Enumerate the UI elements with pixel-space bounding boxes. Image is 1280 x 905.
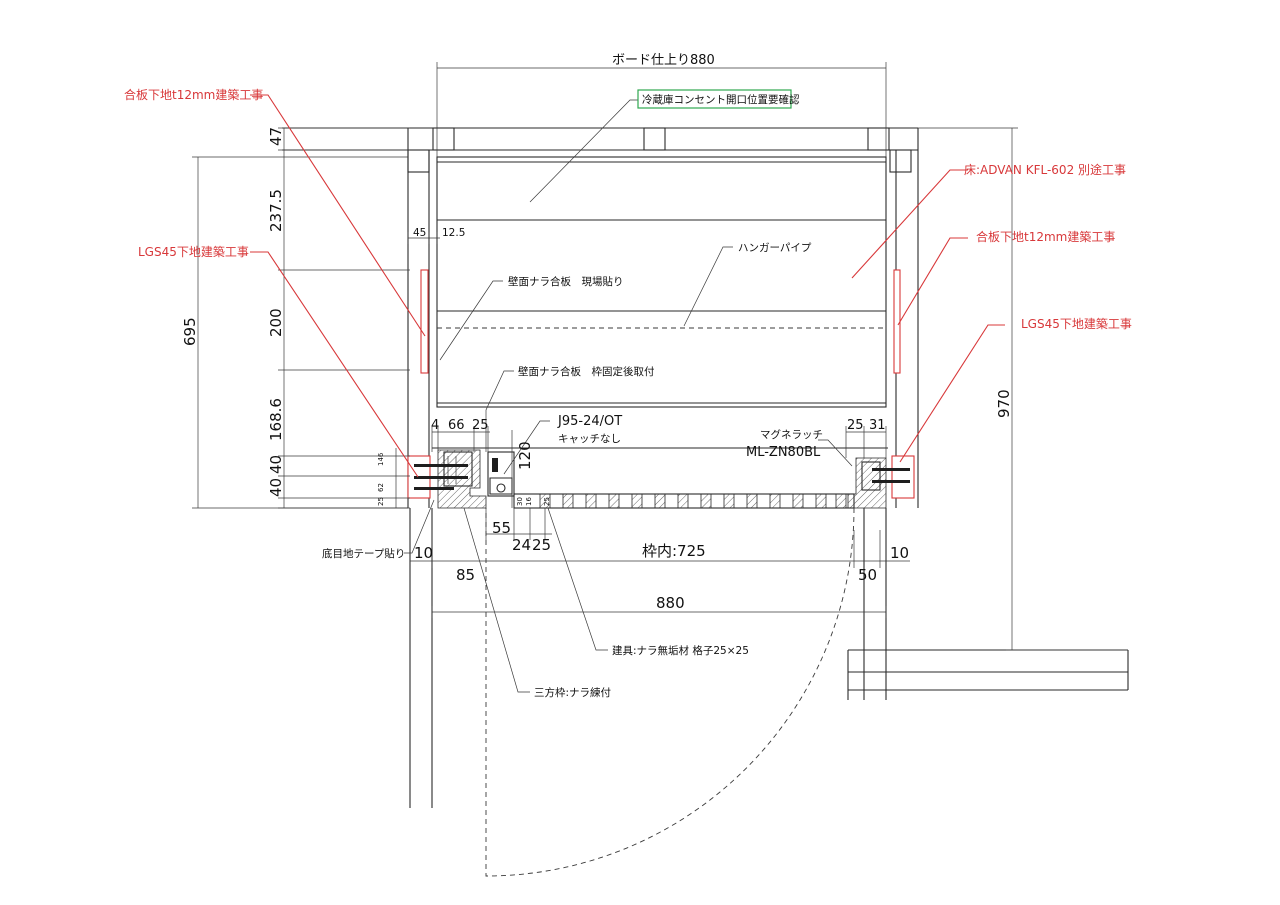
lattice-pattern <box>539 493 847 509</box>
dim-50: 50 <box>858 566 877 584</box>
plywood-right-note: 合板下地t12mm建築工事 <box>976 229 1115 244</box>
closet-shelving <box>436 156 887 408</box>
dim-24: 24 <box>512 536 531 554</box>
dim-970: 970 <box>995 389 1013 418</box>
frame-spec-label: 三方枠:ナラ練付 <box>534 686 611 699</box>
lgs-right-note: LGS45下地建築工事 <box>1021 316 1132 331</box>
dim-85: 85 <box>456 566 475 584</box>
dim-47: 47 <box>267 127 285 146</box>
leader-lines <box>250 94 1005 693</box>
joint-tape-label: 底目地テープ貼り <box>322 547 405 560</box>
dim-small-25: 25 <box>377 497 385 506</box>
door-spec-label: 建具:ナラ無垢材 格子25×25 <box>612 644 749 657</box>
dim-12-5: 12.5 <box>442 227 465 239</box>
lgs-left-note: LGS45下地建築工事 <box>138 244 249 259</box>
dim-small-30: 30 <box>516 497 524 506</box>
dim-45: 45 <box>413 227 426 239</box>
dim-25-c: 25 <box>532 536 551 554</box>
dim-small-16: 16 <box>525 497 533 506</box>
dim-31: 31 <box>869 418 886 433</box>
dim-small-62: 62 <box>377 483 385 492</box>
dim-25-b: 25 <box>847 418 864 433</box>
dim-10-b: 10 <box>890 544 909 562</box>
dim-168-6: 168.6 <box>267 398 285 441</box>
dim-880-bottom: 880 <box>656 594 685 612</box>
plywood-left-note: 合板下地t12mm建築工事 <box>124 87 263 102</box>
hanger-pipe-label: ハンガーパイプ <box>738 242 812 254</box>
board-width-label: ボード仕上り880 <box>612 53 715 68</box>
text-labels: ボード仕上り880 冷蔵庫コンセント開口位置要確認 合板下地t12mm建築工事 … <box>124 53 1132 699</box>
dim-25-a: 25 <box>472 418 489 433</box>
dim-40-a: 40 <box>267 455 285 474</box>
dim-40-b: 40 <box>267 478 285 497</box>
dim-10-a: 10 <box>414 544 433 562</box>
door-swing-arc <box>485 507 855 877</box>
plywood-lgs-markers <box>407 269 915 499</box>
dimension-texts: 47 237.5 200 168.6 40 40 695 970 45 12.5… <box>181 127 1013 612</box>
dim-200: 200 <box>267 308 285 337</box>
dim-120: 120 <box>516 441 534 470</box>
dim-237-5: 237.5 <box>267 189 285 232</box>
dim-small-146: 146 <box>377 452 385 466</box>
wall-plywood-after-label: 壁面ナラ合板 枠固定後取付 <box>518 365 655 378</box>
magnet-model-label: ML-ZN80BL <box>746 445 821 460</box>
dim-4: 4 <box>431 418 439 433</box>
dim-66: 66 <box>448 418 465 433</box>
door-frame-detail <box>414 447 910 509</box>
hinge-note-label: キャッチなし <box>558 433 621 445</box>
outlet-note: 冷蔵庫コンセント開口位置要確認 <box>642 93 800 106</box>
hinge-model-label: J95-24/OT <box>557 414 622 429</box>
dim-695: 695 <box>181 317 199 346</box>
wall-plywood-site-label: 壁面ナラ合板 現場貼り <box>508 275 624 288</box>
magnet-latch-label: マグネラッチ <box>760 428 823 441</box>
dim-inner-725: 枠内:725 <box>642 542 706 560</box>
outlet-note-box <box>637 89 792 109</box>
dim-55: 55 <box>492 519 511 537</box>
dim-small-25-b: 25 <box>543 497 551 506</box>
floor-note: 床:ADVAN KFL-602 別途工事 <box>964 162 1126 177</box>
dimension-lines <box>192 62 1128 651</box>
